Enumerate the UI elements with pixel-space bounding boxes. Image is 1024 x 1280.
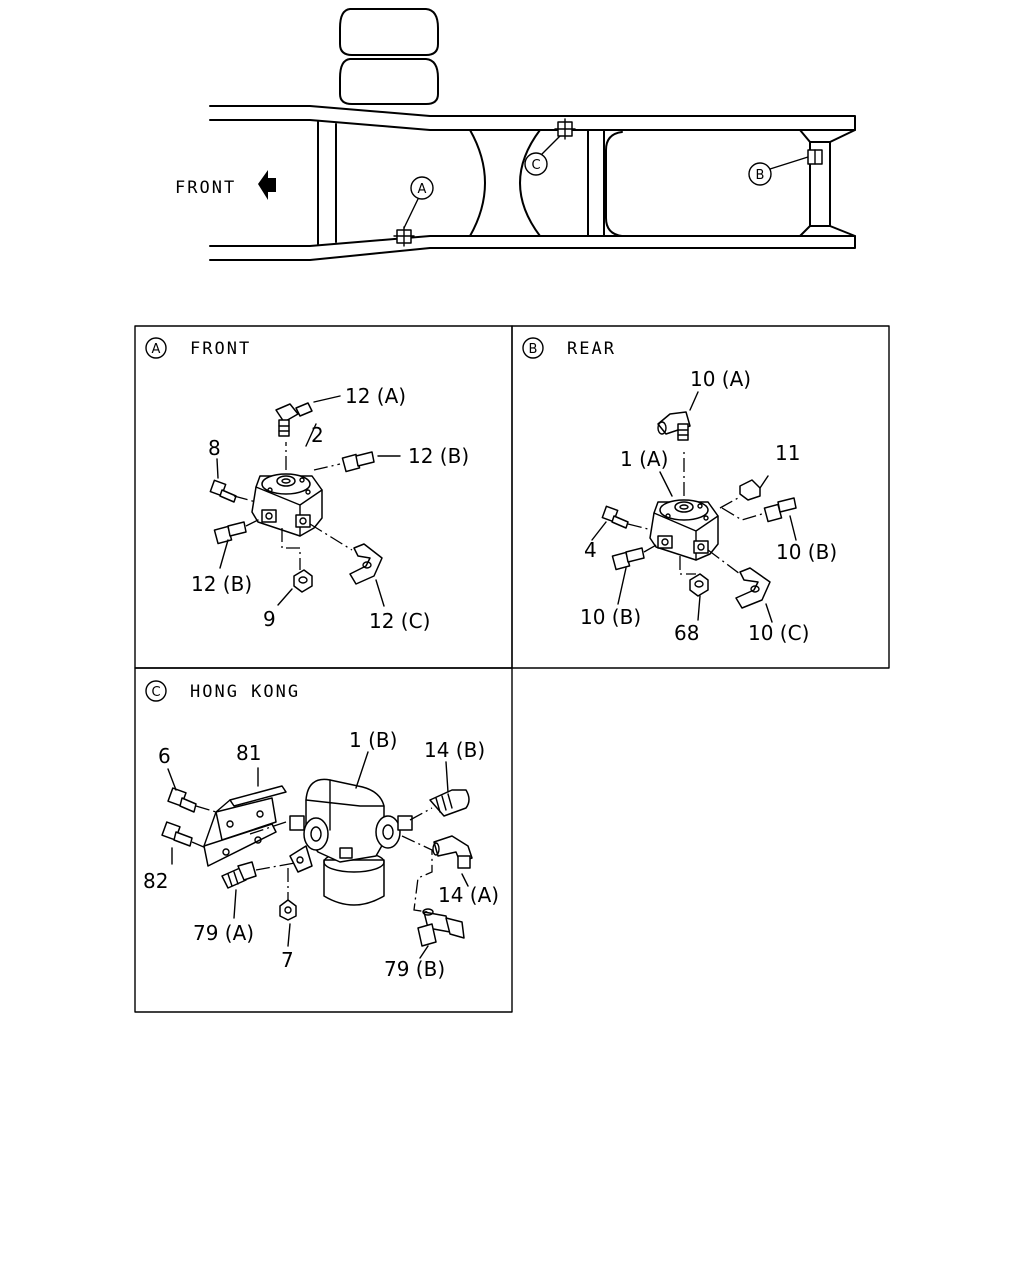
panel-grid — [134, 325, 890, 1013]
label-2: 2 — [311, 423, 324, 447]
label-7: 7 — [281, 948, 294, 972]
label-81: 81 — [236, 741, 261, 765]
label-1b: 1 (B) — [349, 728, 397, 752]
label-10b-left: 10 (B) — [580, 605, 641, 629]
label-9: 9 — [263, 607, 276, 631]
panel-b-header: B REAR — [522, 337, 616, 359]
panel-a-header: A FRONT — [145, 337, 251, 359]
label-68: 68 — [674, 621, 699, 645]
bolt-4 — [601, 505, 629, 529]
label-11: 11 — [775, 441, 800, 465]
elbow-fitting-14a — [432, 835, 473, 869]
tire-outline — [339, 8, 439, 105]
label-4: 4 — [584, 538, 597, 562]
marker-b: B — [748, 149, 823, 186]
relay-valve-rear — [649, 499, 719, 561]
elbow-fitting-10c — [735, 567, 771, 609]
label-82: 82 — [143, 869, 168, 893]
marker-c: C — [524, 118, 576, 176]
fitting-12b-right — [341, 451, 375, 473]
bolt-8 — [209, 479, 237, 503]
label-6: 6 — [158, 744, 171, 768]
svg-text:C: C — [531, 158, 540, 173]
label-10c: 10 (C) — [748, 621, 809, 645]
nut-9 — [293, 569, 313, 593]
svg-text:A: A — [418, 182, 427, 197]
marker-a: A — [393, 176, 434, 247]
nut-7 — [279, 899, 297, 921]
panel-b-rear: B REAR — [522, 337, 837, 645]
fitting-10b-left — [611, 547, 645, 571]
svg-text:B: B — [756, 168, 765, 183]
label-12a: 12 (A) — [345, 384, 406, 408]
fitting-12b-left — [213, 521, 247, 545]
label-79a: 79 (A) — [193, 921, 254, 945]
bolt-6 — [167, 787, 197, 813]
label-8: 8 — [208, 436, 221, 460]
bolt-82 — [161, 821, 193, 847]
svg-text:C: C — [151, 685, 160, 700]
label-1a: 1 (A) — [620, 447, 668, 471]
label-79b: 79 (B) — [384, 957, 445, 981]
svg-text:HONG KONG: HONG KONG — [190, 682, 300, 702]
svg-text:FRONT: FRONT — [190, 339, 251, 359]
panel-a-front: A FRONT — [145, 337, 469, 633]
nut-68 — [689, 573, 709, 597]
label-10b-right: 10 (B) — [776, 540, 837, 564]
panel-c-hong-kong: C HONG KONG — [143, 680, 499, 981]
svg-text:REAR: REAR — [567, 339, 616, 359]
elbow-fitting-12c — [349, 543, 383, 585]
label-12c: 12 (C) — [369, 609, 430, 633]
fitting-10b-right — [763, 497, 797, 523]
relay-valve-hong-kong — [289, 778, 413, 906]
front-arrow-icon — [258, 170, 276, 200]
label-12b-left: 12 (B) — [191, 572, 252, 596]
label-14b: 14 (B) — [424, 738, 485, 762]
svg-text:B: B — [529, 342, 538, 357]
panel-c-header: C HONG KONG — [145, 680, 300, 702]
front-label: FRONT — [175, 178, 236, 198]
bracket-81 — [203, 785, 287, 867]
frame-rails — [209, 105, 856, 261]
fitting-14b — [429, 789, 470, 817]
label-14a: 14 (A) — [438, 883, 499, 907]
cap-11 — [739, 479, 761, 501]
label-10a: 10 (A) — [690, 367, 751, 391]
chassis-overview: FRONT A C B — [175, 8, 856, 261]
elbow-fitting-12a — [275, 402, 313, 437]
fitting-79a — [221, 861, 257, 889]
relay-valve-front — [251, 473, 323, 537]
label-12b-right: 12 (B) — [408, 444, 469, 468]
svg-text:A: A — [152, 342, 161, 357]
tee-fitting-79b — [417, 908, 465, 947]
elbow-fitting-10a — [657, 411, 691, 441]
